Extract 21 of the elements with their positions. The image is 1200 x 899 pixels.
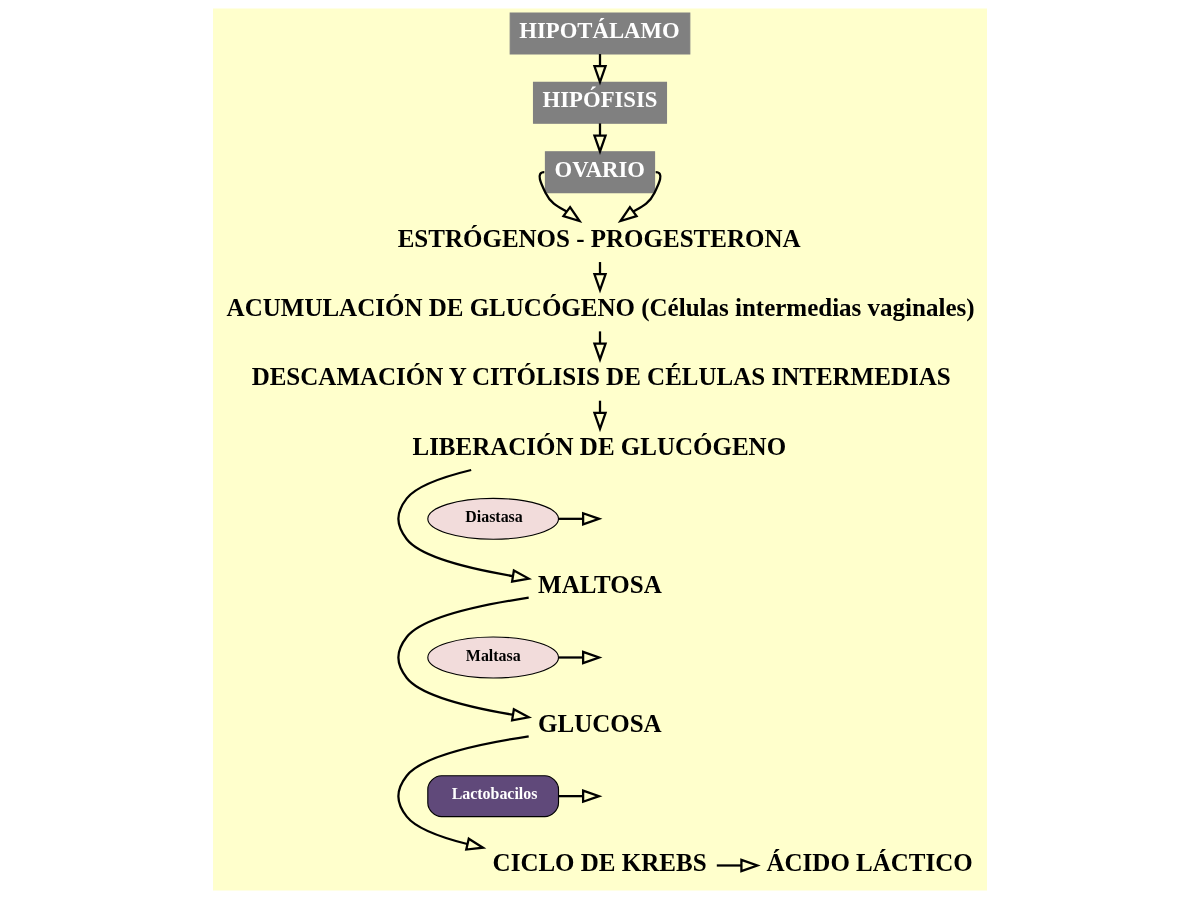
node-text: LIBERACIÓN DE GLUCÓGENO	[412, 432, 787, 460]
arrow	[397, 596, 533, 722]
node-text: ESTRÓGENOS - PROGESTERONA	[397, 224, 801, 252]
node-text: CICLO DE KREBS	[492, 848, 707, 876]
arrow	[397, 468, 533, 583]
node-text: MALTOSA	[538, 571, 662, 599]
node-text: ÁCIDO LÁCTICO	[766, 848, 973, 876]
node-text: DESCAMACIÓN Y CITÓLISIS DE CÉLULAS INTERMEDIAS	[251, 363, 951, 391]
node-box: HIPÓFISIS	[532, 81, 668, 124]
arrow	[558, 511, 603, 526]
arrow	[558, 650, 603, 665]
arrow	[716, 858, 761, 873]
node-text: ACUMULACIÓN DE GLUCÓGENO (Células intermedias vaginales)	[226, 294, 975, 322]
node-box: HIPOTÁLAMO	[509, 12, 691, 55]
node-ellipse: Diastasa	[427, 497, 560, 540]
node-ellipse: Maltasa	[427, 636, 560, 679]
node-box: Lactobacilos	[427, 775, 560, 818]
arrow	[558, 789, 603, 804]
node-text: GLUCOSA	[538, 710, 662, 738]
arrow	[397, 735, 529, 851]
node-box: OVARIO	[544, 151, 656, 194]
